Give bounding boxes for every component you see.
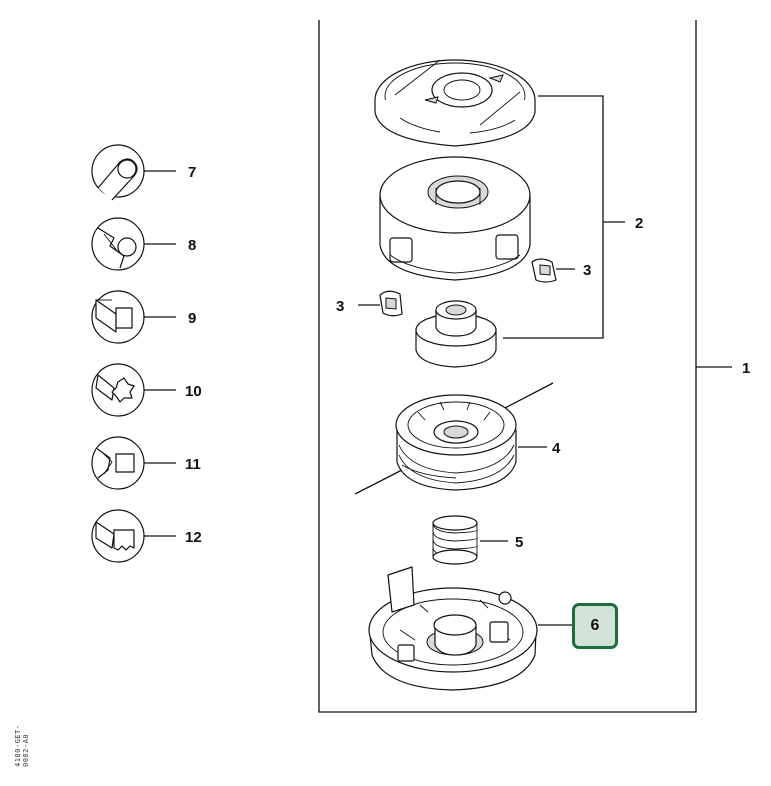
label-clip-left: 3	[336, 298, 344, 315]
clip-left-part	[358, 290, 403, 317]
label-line-square-twisted: 11	[185, 456, 201, 473]
line-twisted-icon	[91, 217, 176, 271]
label-line-serrated: 12	[185, 529, 202, 546]
housing-part	[368, 566, 572, 691]
highlighted-part-number: 6	[590, 617, 600, 634]
assembly-bracket	[318, 20, 732, 713]
bracket-part-2	[503, 95, 625, 339]
line-square-icon	[91, 290, 176, 344]
cap-top-part	[374, 59, 536, 147]
drive-hub-part	[415, 300, 497, 368]
highlighted-part-label[interactable]: 6	[572, 603, 618, 649]
label-line-twisted: 8	[188, 237, 196, 254]
spool-part	[354, 382, 554, 495]
clip-right-part	[531, 258, 575, 283]
label-clip-right: 3	[583, 262, 591, 279]
label-spring: 5	[515, 534, 523, 551]
spring-part	[432, 515, 508, 565]
line-round-icon	[91, 144, 176, 201]
label-line-star: 10	[185, 383, 202, 400]
label-line-round: 7	[188, 164, 196, 181]
line-serrated-icon	[91, 509, 176, 563]
label-line-square: 9	[188, 310, 196, 327]
label-spool: 4	[552, 440, 561, 457]
drawing-code: 4180-GET-0082-A0	[14, 724, 30, 767]
line-star-icon	[91, 363, 176, 417]
line-square-twisted-icon	[91, 436, 176, 490]
label-assembly: 1	[742, 360, 750, 377]
cap-housing-part	[379, 156, 531, 281]
label-cap-assembly: 2	[635, 215, 643, 232]
